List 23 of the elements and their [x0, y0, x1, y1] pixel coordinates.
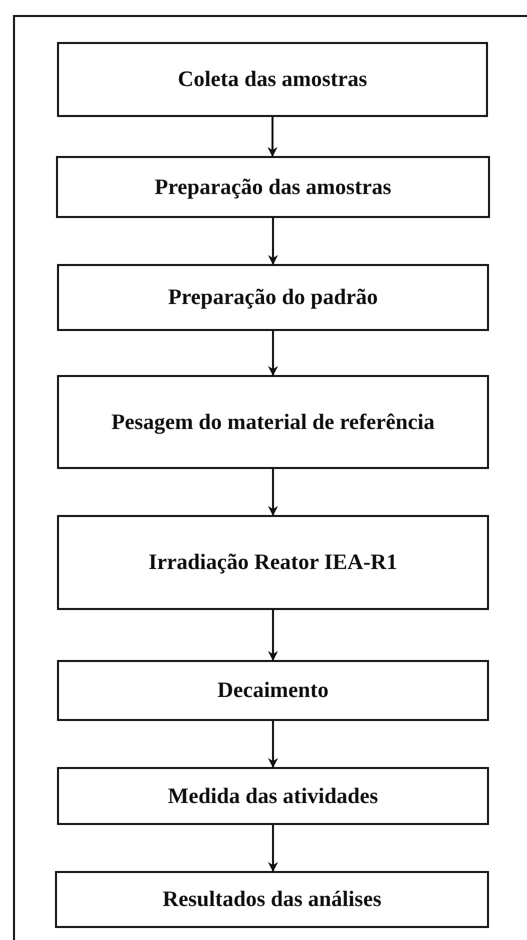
- arrow: [268, 331, 278, 376]
- step-text: Preparação das amostras: [154, 172, 392, 201]
- step-text: Preparação do padrão: [167, 283, 379, 312]
- step-text: Coleta das amostras: [176, 65, 368, 94]
- arrow: [268, 610, 278, 661]
- process-box: [57, 767, 489, 825]
- process-box: [57, 375, 489, 469]
- step-text: Resultados das análises: [162, 885, 382, 914]
- arrow: [268, 469, 278, 516]
- arrow: [268, 117, 278, 157]
- arrow: [268, 721, 278, 768]
- arrow: [268, 825, 278, 872]
- step-text: Pesagem do material de referência: [110, 408, 436, 436]
- step-text: Irradiação Reator IEA-R1: [148, 548, 398, 576]
- process-box: [56, 156, 490, 218]
- process-box: [57, 264, 489, 331]
- process-box: [57, 515, 489, 610]
- process-box: [57, 660, 489, 721]
- step-text: Decaimento: [216, 676, 330, 704]
- process-box: [55, 871, 489, 928]
- arrow: [268, 218, 278, 265]
- process-box: [57, 42, 488, 117]
- step-text: Medida das atividades: [166, 782, 380, 810]
